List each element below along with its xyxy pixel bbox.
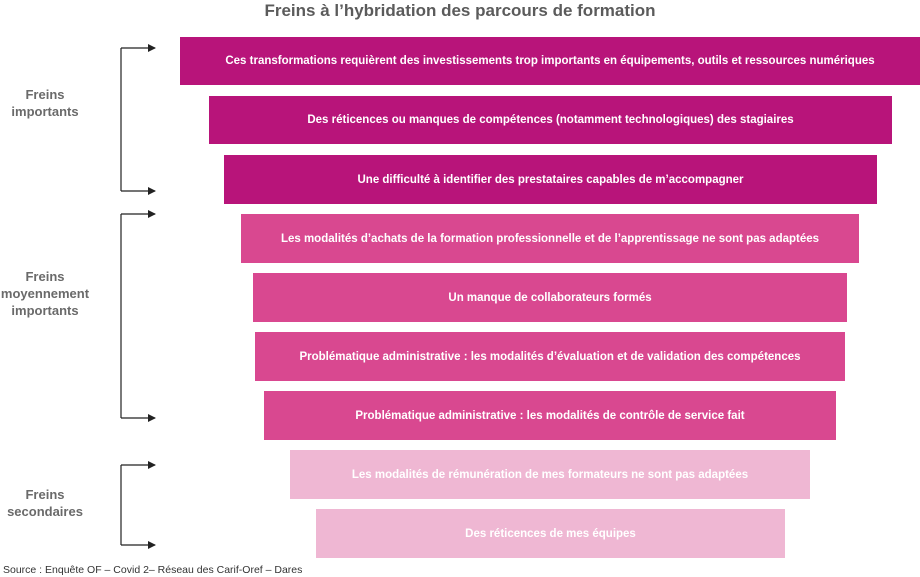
funnel-bar-1: Ces transformations requièrent des inves…: [180, 37, 920, 85]
funnel-bar-7: Problématique administrative : les modal…: [264, 391, 836, 440]
bracket-freins-moyennement-importants: [120, 210, 156, 422]
source-note: Source : Enquête OF – Covid 2– Réseau de…: [3, 564, 303, 576]
funnel-bar-3: Une difficulté à identifier des prestata…: [224, 155, 877, 204]
group-label-importants: Freins importants: [0, 86, 90, 120]
group-label-line: moyennement: [0, 286, 90, 301]
diagram-title: Freins à l’hybridation des parcours de f…: [264, 1, 656, 20]
group-label-line: Freins: [25, 269, 65, 284]
funnel-bar-4: Les modalités d’achats de la formation p…: [241, 214, 859, 263]
bracket-freins-secondaires: [120, 461, 156, 549]
group-label-line: Freins: [25, 487, 65, 502]
funnel-bar-8: Les modalités de rémunération de mes for…: [290, 450, 810, 499]
bracket-freins-importants: [120, 44, 156, 195]
funnel-bar-5: Un manque de collaborateurs formés: [253, 273, 847, 322]
group-label-line: importants: [11, 104, 79, 119]
funnel-bar-9: Des réticences de mes équipes: [316, 509, 785, 558]
group-label-line: importants: [11, 303, 79, 318]
group-label-moyennement-importants: Freins moyennement importants: [0, 268, 90, 319]
funnel-bar-6: Problématique administrative : les modal…: [255, 332, 845, 381]
group-label-line: secondaires: [7, 504, 83, 519]
group-label-line: Freins: [25, 87, 65, 102]
funnel-bar-2: Des réticences ou manques de compétences…: [209, 96, 892, 144]
group-label-secondaires: Freins secondaires: [0, 486, 90, 520]
